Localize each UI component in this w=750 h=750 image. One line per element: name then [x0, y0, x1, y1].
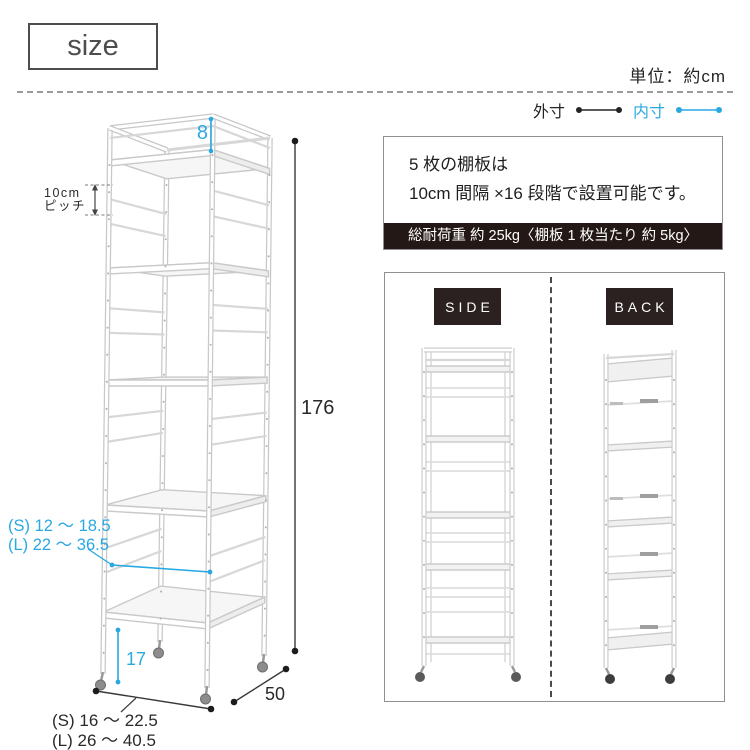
dim-depth: 50 — [265, 684, 286, 704]
dim-inner-width-l: (L) 22 ～ 36.5 — [8, 536, 109, 554]
dimension-legend: 外寸 内寸 — [533, 98, 724, 122]
dim-height: 176 — [301, 397, 335, 419]
info-line1: 5 枚の棚板は — [409, 155, 509, 174]
inner-dim-line-icon — [676, 107, 722, 113]
back-view-illustration — [603, 350, 677, 684]
info-line2: 10cm 間隔 ×16 段階で設置可能です。 — [409, 184, 696, 203]
caster-wheels — [99, 639, 266, 696]
views-dashed-divider — [550, 277, 552, 697]
dimension-lines — [85, 116, 299, 713]
dim-pitch-line2: ピッチ — [44, 199, 87, 213]
dim-pitch-line1: 10cm — [44, 186, 81, 200]
dim-caster-height: 17 — [126, 649, 147, 669]
inner-dim-label: 内寸 — [632, 104, 665, 121]
unit-note: 単位：約cm — [629, 67, 726, 86]
views-panel: SIDE BACK — [384, 272, 725, 702]
dim-top-gap: 8 — [196, 122, 208, 144]
outer-dim-label: 外寸 — [532, 104, 565, 121]
dim-outer-width-s: (S) 16 ～ 22.5 — [52, 711, 158, 730]
outer-dim-line-icon — [575, 107, 622, 113]
main-rack-illustration — [95, 113, 273, 705]
side-view-illustration — [415, 347, 521, 682]
dim-pitch-label: 10cm ピッチ — [44, 187, 86, 213]
load-capacity-banner: 総耐荷重 約 25kg〈棚板 1 枚当たり 約 5kg〉 — [384, 223, 722, 249]
size-title-box: size — [28, 23, 158, 70]
back-view-label: BACK — [606, 288, 673, 325]
dashed-divider — [17, 91, 733, 93]
size-title: size — [67, 30, 119, 62]
dim-inner-width-s: (S) 12 ～ 18.5 — [8, 517, 111, 535]
shelf-info-box: 5 枚の棚板は 10cm 間隔 ×16 段階で設置可能です。 総耐荷重 約 25… — [383, 136, 723, 250]
side-view-label: SIDE — [434, 288, 501, 325]
dim-outer-width-l: (L) 26 ～ 40.5 — [52, 731, 156, 750]
